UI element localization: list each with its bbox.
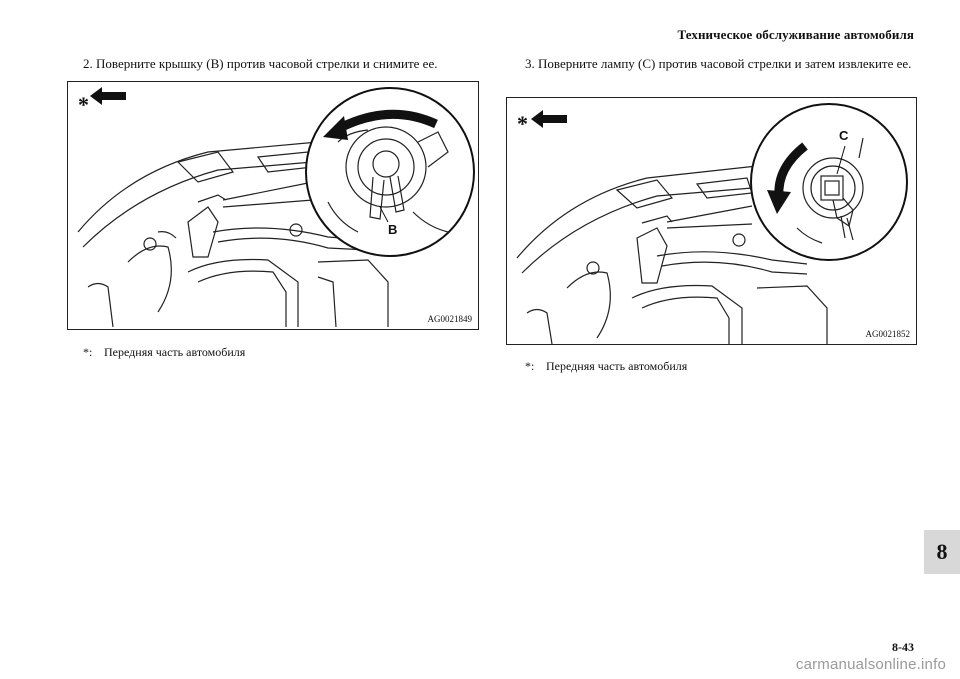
step-2-instruction: 2. Поверните крышку (B) против часовой с…: [83, 56, 483, 72]
zoom-circle: [305, 87, 475, 257]
callout-label-b: B: [388, 222, 398, 237]
watermark-text: carmanualsonline.info: [795, 656, 946, 673]
note-text: Передняя часть автомобиля: [104, 345, 246, 359]
callout-label-c: C: [839, 128, 849, 143]
front-direction-arrow-icon: [90, 87, 126, 105]
engine-bay-illustration: [77, 87, 475, 328]
chapter-tab: 8: [924, 530, 960, 574]
note-symbol: *:: [83, 345, 93, 359]
step-text: Поверните лампу (C) против часовой стрел…: [538, 56, 912, 71]
front-marker-asterisk: *: [517, 111, 528, 136]
figure-code: AG0021852: [865, 329, 911, 339]
zoom-circle: [750, 103, 908, 261]
page-number: 8-43: [892, 640, 914, 654]
figure-code: AG0021849: [427, 314, 473, 324]
note-symbol: *:: [525, 359, 535, 373]
front-marker-asterisk: *: [78, 92, 89, 117]
figure-note: *: Передняя часть автомобиля: [83, 345, 245, 360]
counterclockwise-arrow-icon: [323, 109, 438, 140]
figure-remove-cover: * B AG0021849: [67, 81, 479, 330]
figure-note: *: Передняя часть автомобиля: [525, 359, 687, 374]
note-text: Передняя часть автомобиля: [546, 359, 688, 373]
step-3-instruction: 3. Поверните лампу (C) против часовой ст…: [525, 56, 915, 72]
front-direction-arrow-icon: [531, 110, 567, 128]
step-text: Поверните крышку (B) против часовой стре…: [96, 56, 438, 71]
counterclockwise-arrow-icon: [767, 142, 808, 214]
step-number: 3.: [525, 56, 535, 71]
page-header-title: Техническое обслуживание автомобиля: [677, 27, 914, 42]
figure-remove-bulb: * C AG0021852: [506, 97, 917, 345]
engine-bay-illustration: [516, 103, 908, 344]
step-number: 2.: [83, 56, 93, 71]
